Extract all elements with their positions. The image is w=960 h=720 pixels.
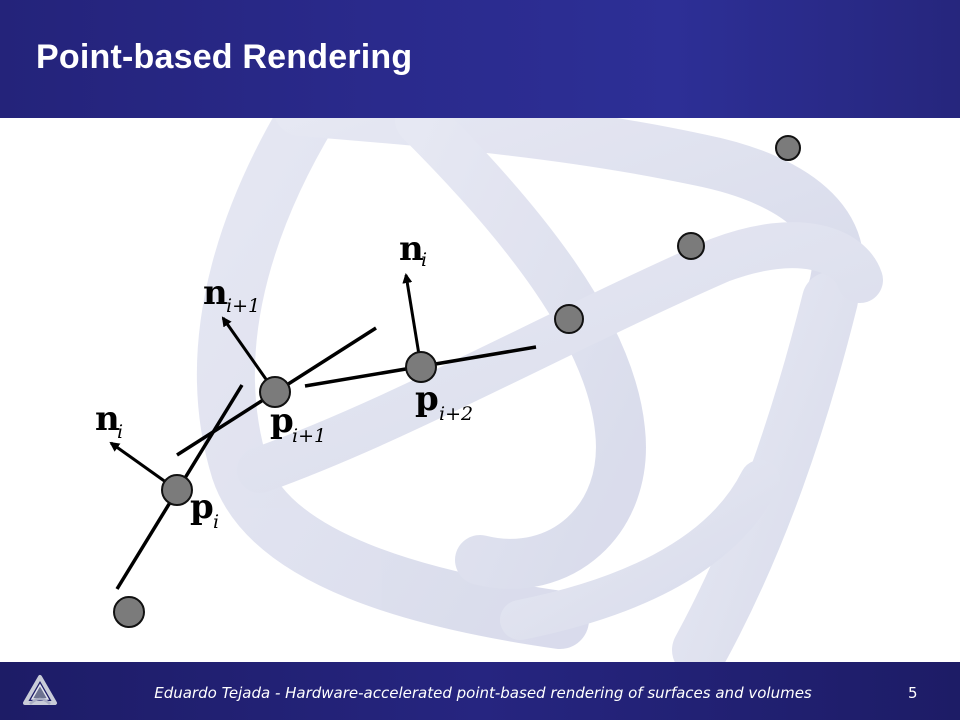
point-extra-4: [775, 135, 801, 161]
label-p-sub-i1: i+1: [292, 425, 326, 447]
label-n-sub-top: i: [421, 249, 427, 271]
point-pi: [161, 474, 193, 506]
label-n-sub-i: i: [117, 421, 123, 443]
label-n-sub-i1: i+1: [226, 295, 260, 317]
footer-bar: [0, 662, 960, 720]
label-p-sub-i: i: [213, 511, 219, 533]
point-pi1: [259, 376, 291, 408]
label-n-symbol-i: n: [95, 399, 120, 439]
label-n-symbol-top: n: [399, 229, 424, 269]
footer-text: Eduardo Tejada - Hardware-accelerated po…: [154, 684, 812, 702]
header-bar: Point-based Rendering: [0, 0, 960, 118]
label-p-symbol-i2: p: [415, 379, 439, 419]
label-p-symbol-i: p: [190, 487, 214, 527]
point-extra-3: [677, 232, 705, 260]
slide-number: 5: [908, 684, 918, 702]
point-extra-2: [554, 304, 584, 334]
sample-points: [113, 135, 801, 628]
slide-title: Point-based Rendering: [36, 38, 413, 76]
point-pi2: [405, 351, 437, 383]
logo-icon: [23, 675, 57, 705]
label-n-symbol-i1: n: [203, 273, 228, 313]
label-p-sub-i2: i+2: [439, 403, 473, 425]
point-extra-1: [113, 596, 145, 628]
label-p-symbol-i1: p: [270, 401, 294, 441]
